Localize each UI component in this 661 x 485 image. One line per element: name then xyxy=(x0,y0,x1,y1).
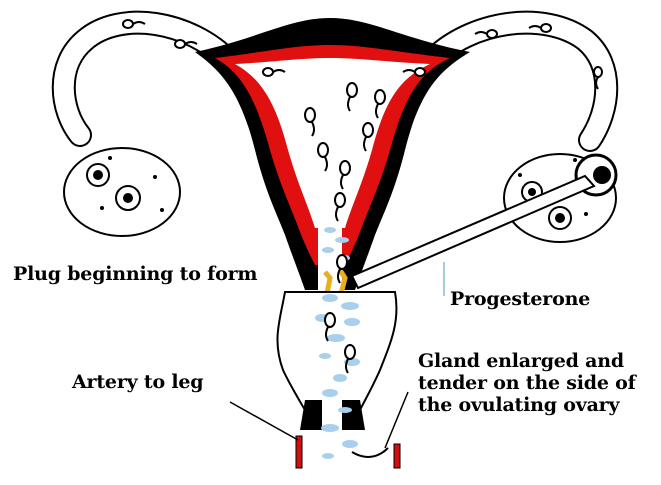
left-fallopian-tube-inner xyxy=(64,23,230,135)
gland-duct xyxy=(352,448,388,457)
left-artery xyxy=(296,436,302,468)
gland-label-line-2: tender on the side of xyxy=(418,372,636,394)
right-artery xyxy=(394,444,400,468)
artery-pointer-line xyxy=(230,402,298,440)
gland-label-line-1: Gland enlarged and xyxy=(418,350,636,372)
right-fallopian-tube-inner xyxy=(430,23,606,140)
left-ovary xyxy=(64,148,180,236)
gland-label: Gland enlarged and tender on the side of… xyxy=(418,350,636,416)
gland-label-line-3: the ovulating ovary xyxy=(418,394,636,416)
gland-pointer-line xyxy=(385,392,408,448)
follicle-icon xyxy=(116,186,140,210)
progesterone-label: Progesterone xyxy=(450,288,590,310)
plug-label: Plug beginning to form xyxy=(13,263,257,285)
follicle-icon xyxy=(87,164,109,186)
artery-label: Artery to leg xyxy=(72,371,203,393)
follicle-icon xyxy=(549,207,571,229)
